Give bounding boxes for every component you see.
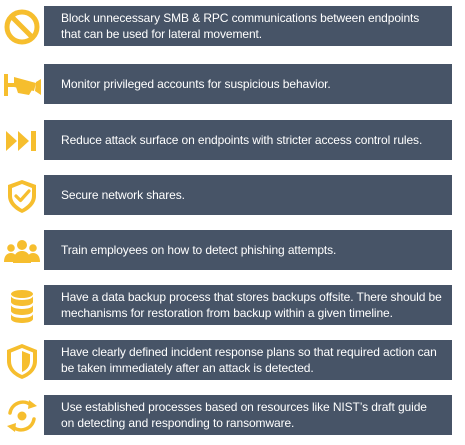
users-group-icon xyxy=(2,231,42,271)
item-bar: Have a data backup process that stores b… xyxy=(44,285,452,325)
list-item: Have clearly defined incident response p… xyxy=(0,339,465,383)
item-text: Monitor privileged accounts for suspicio… xyxy=(61,77,331,91)
fast-forward-icon xyxy=(2,121,42,161)
no-entry-icon xyxy=(2,7,42,47)
shield-check-icon xyxy=(2,176,42,216)
shield-icon xyxy=(2,341,42,381)
database-icon xyxy=(2,286,42,326)
list-item: Have a data backup process that stores b… xyxy=(0,284,465,328)
item-bar: Monitor privileged accounts for suspicio… xyxy=(44,64,452,104)
list-item: Use established processes based on resou… xyxy=(0,394,465,438)
item-bar: Secure network shares. xyxy=(44,175,452,215)
item-bar: Use established processes based on resou… xyxy=(44,395,452,435)
list-item: Secure network shares. xyxy=(0,174,465,218)
item-text: Use established processes based on resou… xyxy=(61,400,427,430)
item-bar: Reduce attack surface on endpoints with … xyxy=(44,120,452,160)
item-bar: Have clearly defined incident response p… xyxy=(44,340,452,380)
item-bar: Train employees on how to detect phishin… xyxy=(44,230,452,270)
list-item: Reduce attack surface on endpoints with … xyxy=(0,119,465,163)
item-text: Have a data backup process that stores b… xyxy=(61,290,442,320)
item-text: Have clearly defined incident response p… xyxy=(61,345,437,375)
list-item: Monitor privileged accounts for suspicio… xyxy=(0,63,465,107)
list-item: Block unnecessary SMB & RPC communicatio… xyxy=(0,5,465,49)
process-cycle-icon xyxy=(2,396,42,436)
item-bar: Block unnecessary SMB & RPC communicatio… xyxy=(44,6,452,46)
item-text: Train employees on how to detect phishin… xyxy=(61,243,337,257)
item-text: Block unnecessary SMB & RPC communicatio… xyxy=(61,11,420,41)
list-item: Train employees on how to detect phishin… xyxy=(0,229,465,273)
item-text: Reduce attack surface on endpoints with … xyxy=(61,133,423,147)
item-text: Secure network shares. xyxy=(61,188,185,202)
security-camera-icon xyxy=(2,65,42,105)
